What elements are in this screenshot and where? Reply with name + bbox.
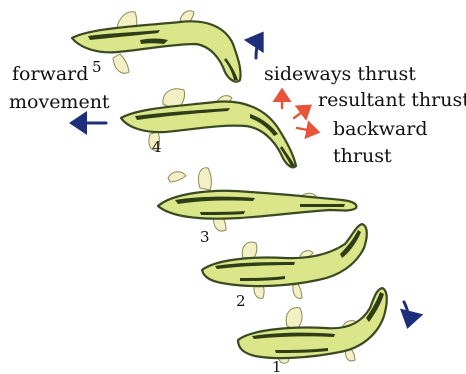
stage-number-2: 2	[236, 292, 246, 310]
tail-motion-arrow-top	[256, 34, 262, 58]
shark-stage-3: 3	[158, 168, 356, 246]
stage-number-5: 5	[92, 58, 102, 76]
shark-stage-5: 5	[72, 11, 241, 82]
stage-number-1: 1	[272, 358, 282, 374]
forward-label-line1: forward	[12, 63, 88, 85]
tail-motion-arrow-bottom	[404, 302, 409, 326]
stage-number-4: 4	[152, 138, 162, 156]
stage-number-3: 3	[200, 228, 210, 246]
sideways-thrust-label: sideways thrust	[264, 63, 416, 85]
forward-label-line2: movement	[9, 91, 110, 113]
resultant-thrust-arrow	[294, 106, 310, 118]
resultant-thrust-label: resultant thrust	[318, 89, 466, 111]
shark-stage-1: 1	[238, 288, 387, 374]
shark-stage-2: 2	[202, 224, 367, 310]
backward-thrust-label-line1: backward	[333, 118, 427, 140]
backward-thrust-arrow	[297, 128, 318, 132]
shark-stage-4: 4	[121, 89, 296, 167]
backward-thrust-label-line2: thrust	[333, 145, 392, 167]
